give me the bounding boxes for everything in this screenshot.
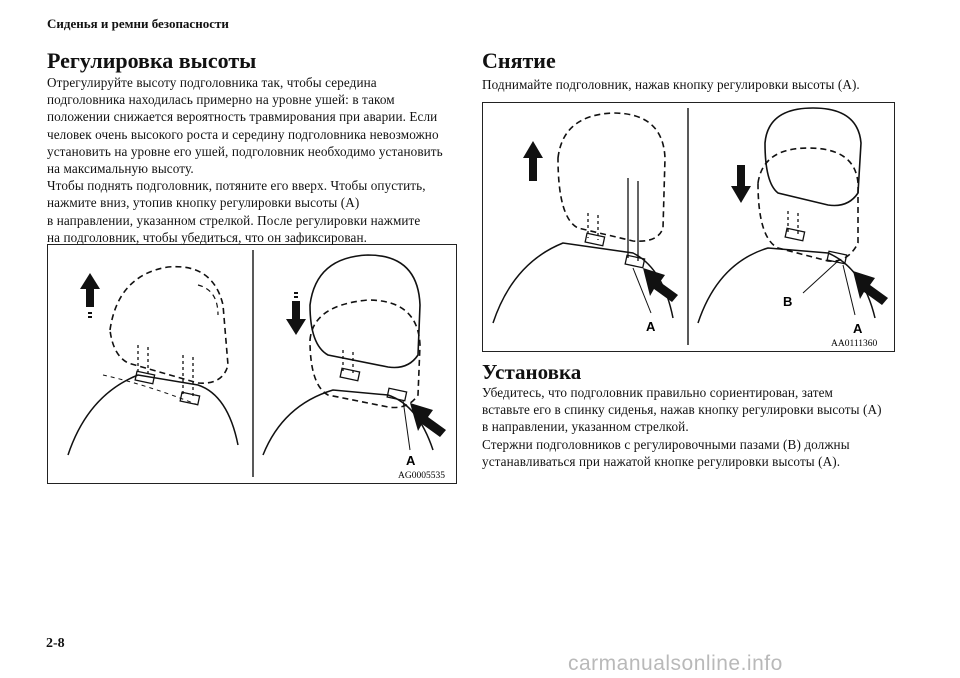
press-arrow-icon [853, 271, 888, 305]
text-line: подголовника находилась примерно на уров… [47, 92, 395, 108]
removal-illustration: A B A AA0111360 [492, 107, 888, 349]
height-adjust-text: Отрегулируйте высоту подголовника так, ч… [47, 74, 443, 246]
text-line: человек очень высокого роста и середину … [47, 126, 439, 142]
watermark: carmanualsonline.info [568, 652, 783, 675]
label-b: B [783, 294, 792, 309]
headrest-remove-drawing [492, 112, 674, 324]
down-arrow-icon [286, 292, 306, 335]
label-a: A [406, 453, 416, 468]
up-arrow-icon [523, 141, 543, 181]
text-line: Отрегулируйте высоту подголовника так, ч… [47, 75, 377, 90]
text-line: в направлении, указанном стрелкой. [482, 419, 689, 435]
height-adjust-figure: A AG0005535 [47, 244, 457, 484]
text-line: устанавливаться при нажатой кнопке регул… [482, 453, 841, 469]
page-number: 2-8 [46, 636, 65, 651]
text-line: нажмите вниз, утопив кнопку регулировки … [47, 195, 360, 211]
text-line: в направлении, указанном стрелкой. После… [47, 212, 421, 228]
press-arrow-icon [643, 268, 678, 302]
up-arrow-icon [80, 273, 100, 318]
removal-text: Поднимайте подголовник, нажав кнопку рег… [482, 76, 860, 93]
headrest-lower-drawing [262, 254, 434, 456]
text-line: на максимальную высоту. [47, 161, 194, 177]
text-line: Поднимайте подголовник, нажав кнопку рег… [482, 77, 860, 92]
press-arrow-icon [410, 403, 446, 437]
removal-figure: A B A AA0111360 [482, 102, 895, 352]
figure-code: AA0111360 [831, 339, 878, 349]
label-a-left: A [646, 319, 656, 334]
running-head: Сиденья и ремни безопасности [47, 16, 229, 31]
down-arrow-icon [731, 165, 751, 203]
text-line: Чтобы поднять подголовник, потяните его … [47, 178, 426, 194]
text-line: Убедитесь, что подголовник правильно сор… [482, 385, 833, 400]
text-line: установить на уровне его ушей, подголовн… [47, 143, 443, 159]
height-adjust-title: Регулировка высоты [47, 48, 257, 73]
installation-text: Убедитесь, что подголовник правильно сор… [482, 384, 882, 470]
text-line: вставьте его в спинку сиденья, нажав кно… [482, 402, 882, 418]
label-a-right: A [853, 321, 863, 336]
figure-code: AG0005535 [398, 471, 445, 481]
headrest-insert-drawing [697, 107, 876, 324]
installation-title: Установка [482, 360, 582, 384]
headrest-raise-drawing [67, 265, 239, 456]
removal-title: Снятие [482, 48, 556, 73]
text-line: на подголовник, чтобы убедиться, что он … [47, 229, 368, 245]
height-adjust-illustration: A AG0005535 [67, 250, 446, 481]
text-line: положении снижается вероятность травмиро… [47, 109, 438, 125]
text-line: Стержни подголовников с регулировочными … [482, 436, 850, 452]
